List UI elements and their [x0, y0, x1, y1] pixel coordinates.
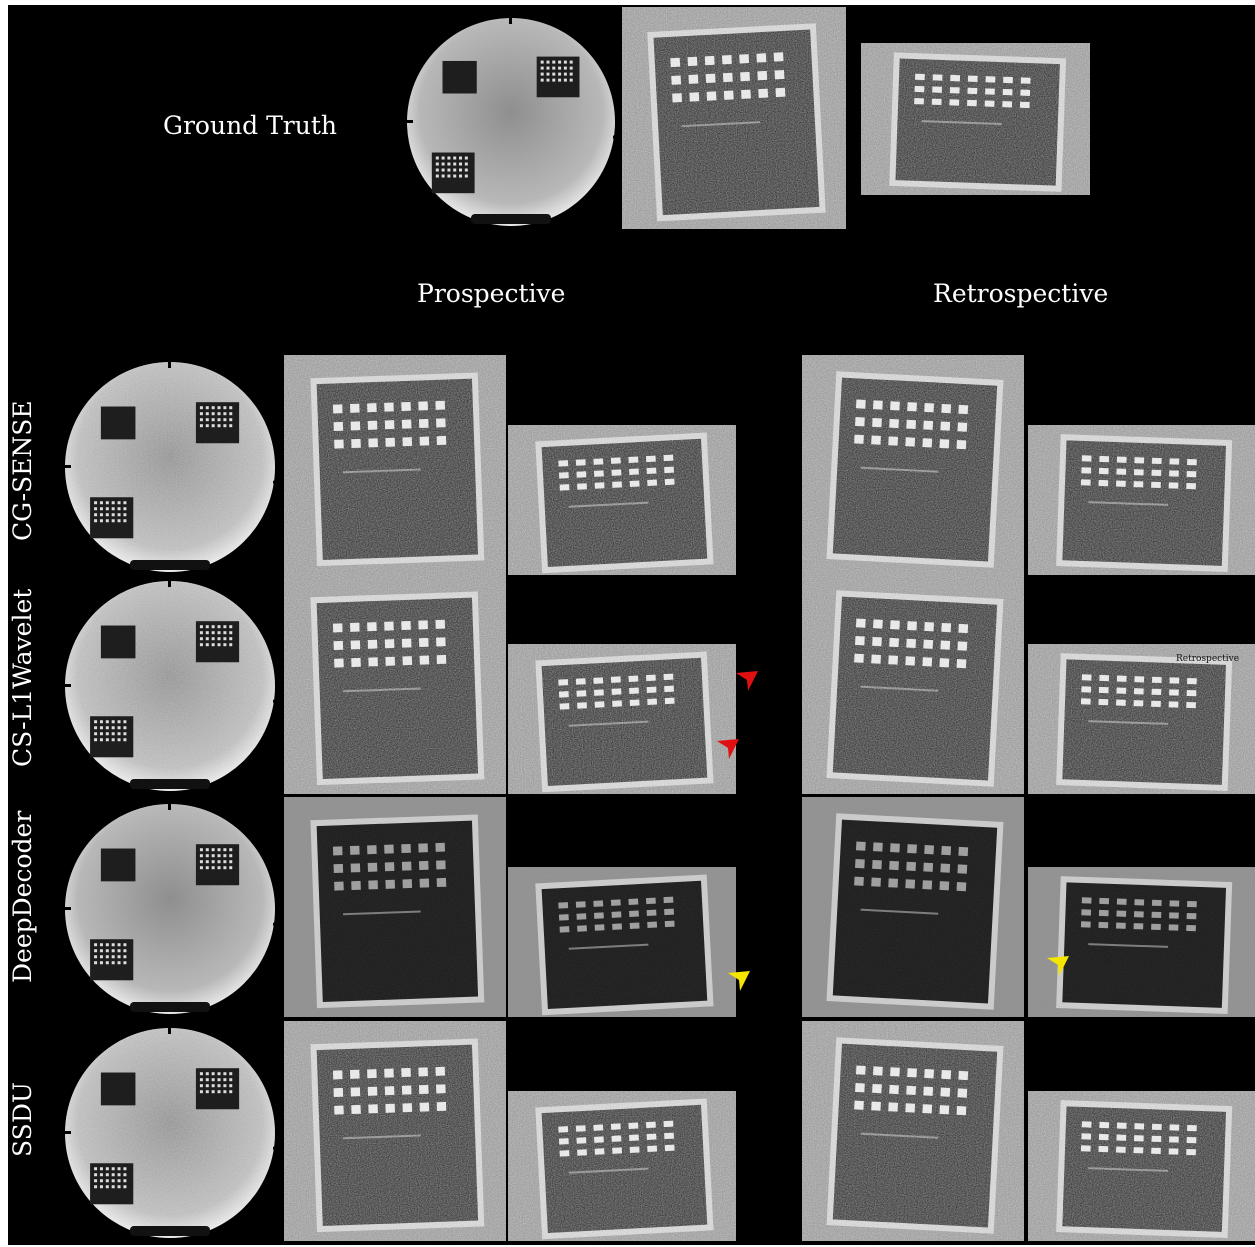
- cg-sense-prospective-zoom-large: [284, 355, 506, 575]
- figure-panel: Ground Truth Prospective Retrospective C…: [8, 5, 1255, 1245]
- ground-truth-label: Ground Truth: [163, 111, 337, 140]
- cs-l1wavelet-phantom-full: [62, 578, 278, 794]
- row-label-ssdu: SSDU: [8, 1082, 37, 1157]
- cg-sense-prospective-zoom-small: [508, 425, 736, 575]
- cs-l1wavelet-prospective-zoom-small: [508, 644, 736, 794]
- red-arrow-icon: [736, 671, 758, 691]
- ssdu-phantom-full: [62, 1025, 278, 1241]
- gt-phantom-full: [404, 13, 618, 231]
- gt-zoom-large: [622, 7, 846, 229]
- deepdecoder-retrospective-zoom-small: [1028, 867, 1255, 1017]
- row-label-cs-l1wavelet: CS-L1Wavelet: [8, 588, 37, 767]
- ssdu-retrospective-zoom-small: [1028, 1091, 1255, 1241]
- gt-zoom-small: [861, 43, 1090, 195]
- row-label-deepdecoder: DeepDecoder: [8, 810, 37, 983]
- deepdecoder-phantom-full: [62, 801, 278, 1017]
- row-label-cg-sense: CG-SENSE: [8, 400, 37, 541]
- cs-l1wavelet-retrospective-zoom-small: [1028, 644, 1255, 794]
- retrospective-header: Retrospective: [933, 279, 1109, 308]
- deepdecoder-prospective-zoom-large: [284, 797, 506, 1017]
- ssdu-retrospective-zoom-large: [802, 1021, 1024, 1241]
- red-arrow-icon: [717, 739, 739, 759]
- cg-sense-phantom-full: [62, 359, 278, 575]
- ssdu-prospective-zoom-large: [284, 1021, 506, 1241]
- cg-sense-retrospective-zoom-small: [1028, 425, 1255, 575]
- prospective-header: Prospective: [417, 279, 566, 308]
- deepdecoder-prospective-zoom-small: [508, 867, 736, 1017]
- cs-l1wavelet-prospective-zoom-large: [284, 574, 506, 794]
- ssdu-prospective-zoom-small: [508, 1091, 736, 1241]
- yellow-arrow-icon: [1047, 956, 1069, 976]
- retrospective-small-label: Retrospective: [1176, 654, 1240, 664]
- deepdecoder-retrospective-zoom-large: [802, 797, 1024, 1017]
- cg-sense-retrospective-zoom-large: [802, 355, 1024, 575]
- cs-l1wavelet-retrospective-zoom-large: [802, 574, 1024, 794]
- yellow-arrow-icon: [728, 971, 750, 991]
